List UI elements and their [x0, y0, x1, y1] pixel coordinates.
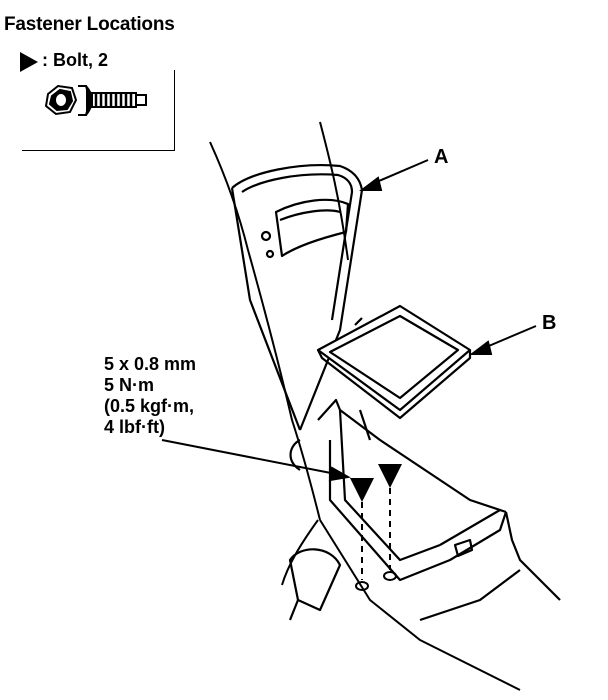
part-a-lid — [230, 164, 364, 431]
console-outline — [209, 121, 521, 691]
label-a: A — [434, 146, 449, 168]
spec-size: 5 x 0.8 mm — [104, 354, 197, 374]
bolt-location-markers — [350, 464, 402, 591]
triangle-pointer-icon — [20, 52, 38, 72]
bolt-illustration-frame — [22, 70, 175, 151]
page-title: Fastener Locations — [4, 14, 175, 35]
spec-torque-nm: 5 N·m — [104, 375, 155, 395]
bolt-marker-right — [378, 464, 402, 488]
bolt-spec-callout: 5 x 0.8 mm 5 N·m (0.5 kgf·m, 4 lbf·ft) — [104, 354, 196, 438]
bolt-marker-left — [350, 478, 374, 502]
storage-box — [288, 398, 561, 622]
label-b: B — [542, 312, 557, 334]
bolt-icon — [44, 84, 147, 116]
bolt-legend-text: : Bolt, 2 — [42, 50, 108, 70]
leader-arrows — [161, 159, 537, 482]
spec-torque-lbfft: 4 lbf·ft) — [104, 417, 165, 437]
spec-torque-kgfm: (0.5 kgf·m, — [104, 396, 195, 416]
part-b-tray — [316, 304, 472, 420]
